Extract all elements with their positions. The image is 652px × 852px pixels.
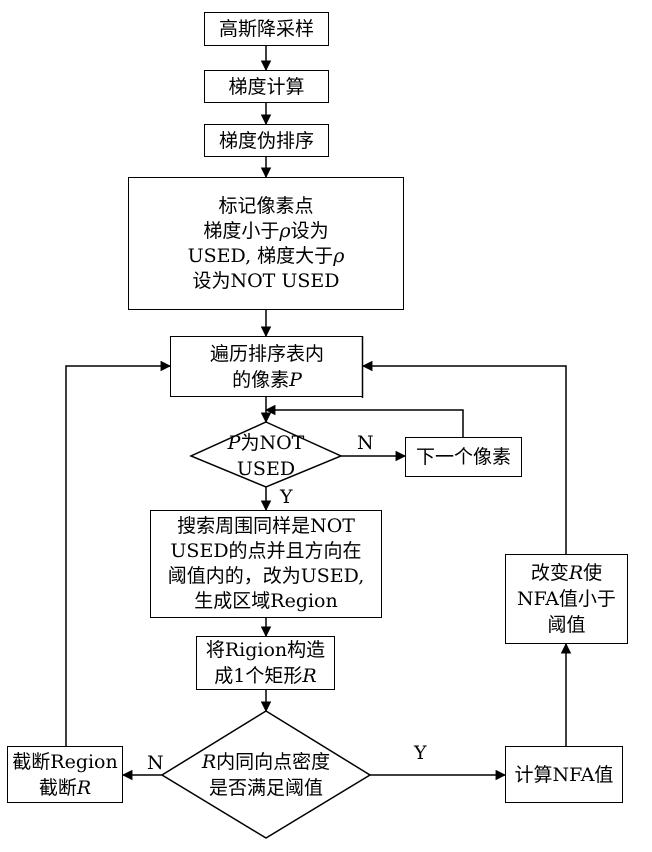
edge-label-y-check: Y	[280, 486, 293, 508]
mark-line-2-c: 设为	[290, 219, 329, 242]
check-text: P为NOT USED	[201, 430, 331, 482]
truncate-line-2: 截断R	[39, 775, 91, 801]
traverse-line-1: 遍历排序表内	[209, 342, 324, 365]
traverse-line-2-p: P	[289, 368, 302, 391]
density-line-1-r: R	[201, 751, 217, 773]
rect-line-1: 将Rigion构造	[205, 639, 326, 661]
mark-line-2-a: 梯度小于	[203, 219, 280, 242]
change-line-2: NFA值小于	[517, 588, 616, 610]
node-gaussian: 高斯降采样	[204, 12, 329, 46]
traverse-line-2: 的像素P	[232, 367, 302, 393]
search-line-1: 搜索周围同样是NOT	[177, 515, 355, 537]
node-truncate: 截断Region 截断R	[7, 746, 123, 803]
traverse-line-2-a: 的像素	[232, 368, 290, 391]
mark-line-3: USED, 梯度大于ρ	[188, 244, 345, 269]
rect-line-2: 成1个矩形R	[214, 663, 316, 689]
search-line-4: 生成区域Region	[194, 590, 338, 612]
mark-line-3-a: USED, 梯度大于	[187, 244, 334, 267]
change-line-1: 改变R使	[531, 560, 602, 586]
edge-label-n-check: N	[357, 432, 374, 454]
search-line-3: 阈值内的，改为USED,	[167, 565, 365, 587]
node-next-pixel: 下一个像素	[405, 437, 522, 477]
density-line-1-b: 内同向点密度	[216, 751, 331, 773]
decision-diamond-density	[160, 710, 372, 839]
truncate-line-2-a: 截断	[38, 776, 77, 799]
density-line-2: 是否满足阈值	[208, 777, 323, 799]
mark-line-4: 设为NOT USED	[192, 269, 340, 292]
check-line-2: USED	[236, 458, 296, 480]
change-line-1-r: R	[568, 562, 584, 584]
edge-label-n-density: N	[147, 752, 164, 774]
edge-label-y-density: Y	[414, 742, 427, 764]
node-pseudo-sort: 梯度伪排序	[204, 124, 329, 157]
rect-line-2-a: 成1个矩形	[214, 665, 303, 687]
arrow-truncate-loop	[65, 360, 172, 746]
node-nfa-text: 计算NFA值	[514, 763, 614, 786]
node-next-pixel-text: 下一个像素	[415, 446, 511, 468]
node-pseudo-sort-text: 梯度伪排序	[218, 129, 314, 152]
check-line-1: P为NOT	[228, 430, 305, 456]
mark-line-1: 标记像素点	[218, 194, 314, 217]
density-line-1: R内同向点密度	[202, 749, 330, 775]
node-mark: 标记像素点 梯度小于ρ设为 USED, 梯度大于ρ 设为NOT USED	[128, 177, 404, 310]
check-line-1-p: P	[227, 432, 241, 454]
traverse-right-edge	[361, 336, 364, 398]
truncate-line-1: 截断Region	[12, 750, 118, 773]
node-traverse: 遍历排序表内 的像素P	[170, 336, 363, 397]
node-gradient-text: 梯度计算	[228, 75, 305, 98]
node-nfa: 计算NFA值	[505, 746, 623, 803]
rect-line-2-r: R	[302, 665, 317, 687]
node-gaussian-text: 高斯降采样	[218, 18, 314, 40]
node-change: 改变R使 NFA值小于 阈值	[505, 554, 628, 644]
mark-line-3-rho: ρ	[333, 244, 345, 267]
node-search: 搜索周围同样是NOT USED的点并且方向在 阈值内的，改为USED, 生成区域…	[150, 510, 382, 618]
mark-line-2: 梯度小于ρ设为	[203, 219, 328, 244]
check-line-1-b: 为NOT	[240, 432, 305, 454]
mark-line-2-rho: ρ	[279, 219, 291, 242]
arrow-next-loop	[264, 404, 464, 437]
change-line-1-a: 改变	[530, 562, 569, 584]
node-gradient: 梯度计算	[204, 70, 329, 103]
density-text: R内同向点密度 是否满足阈值	[186, 748, 346, 802]
search-line-2: USED的点并且方向在	[170, 540, 362, 562]
node-rect: 将Rigion构造 成1个矩形R	[196, 636, 335, 690]
change-line-3: 阈值	[547, 614, 586, 636]
arrow-change-loop	[361, 360, 567, 554]
truncate-line-2-r: R	[76, 776, 92, 799]
change-line-1-c: 使	[583, 562, 603, 584]
decision-diamond-check	[189, 421, 343, 488]
